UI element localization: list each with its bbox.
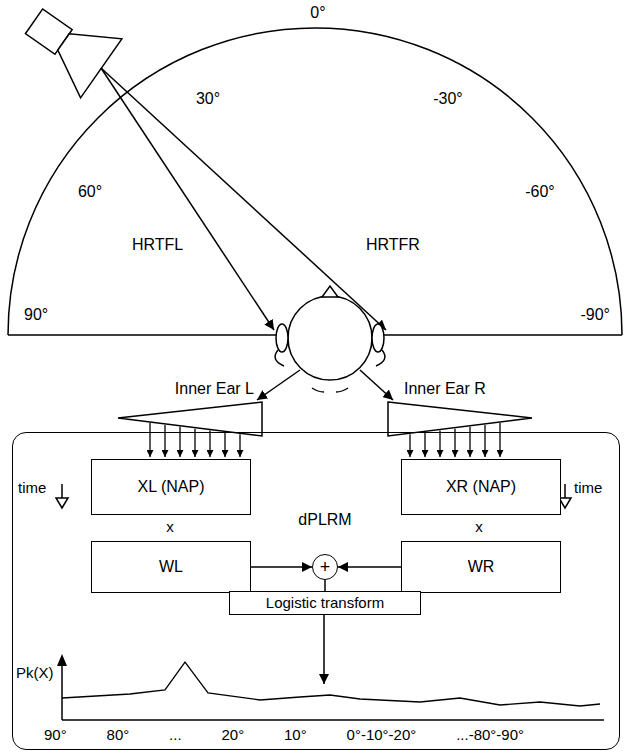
angle-label: -90°	[580, 306, 610, 324]
probability-curve	[62, 662, 600, 706]
nose-symbol	[322, 286, 338, 297]
hrtf-arrow	[101, 68, 274, 330]
weight-box: WL	[91, 541, 251, 593]
ear-symbol	[276, 324, 288, 352]
weight-box: WR	[401, 541, 561, 593]
operator-label: x	[166, 518, 174, 535]
transfer-label: HRTFR	[366, 236, 420, 254]
nap-box: XL (NAP)	[91, 459, 251, 515]
connector	[324, 580, 326, 591]
axis-label: Pk(X)	[16, 664, 54, 681]
head-outline	[288, 296, 372, 380]
time-arrow	[564, 484, 566, 498]
time-arrowhead	[56, 498, 68, 508]
time-arrow	[61, 484, 63, 498]
x-axis	[62, 719, 604, 721]
angle-label: 0°	[310, 4, 325, 22]
stage-label: Inner Ear R	[404, 380, 486, 398]
filterbank-triangle	[118, 402, 262, 436]
sum-circle: +	[312, 554, 338, 580]
stage-label: Inner Ear L	[175, 380, 254, 398]
node-text: Logistic transform	[266, 594, 384, 611]
channel-arrow	[424, 432, 425, 457]
azimuth-arc	[8, 28, 622, 335]
axis-label: time	[574, 479, 602, 496]
channel-arrow	[164, 425, 165, 457]
process-box: Logistic transform	[229, 591, 421, 615]
model-panel: XL (NAP) XR (NAP) WL WR + Logistic transform d…	[12, 432, 620, 750]
node-text: +	[320, 557, 331, 578]
angle-label: -60°	[525, 183, 555, 201]
channel-arrow	[209, 431, 210, 458]
channel-arrow	[439, 431, 440, 458]
pinna-curve	[275, 350, 385, 366]
channel-arrows	[410, 423, 500, 457]
angle-label: 30°	[196, 90, 220, 108]
y-axis-arrowhead	[57, 654, 67, 666]
connector	[338, 566, 401, 568]
angle-label: 60°	[78, 183, 102, 201]
node-text: WL	[159, 558, 183, 576]
ear-symbol	[372, 324, 384, 352]
panel-title: dPLRM	[298, 511, 351, 529]
speaker-cone	[43, 12, 122, 97]
axis-label: time	[18, 479, 46, 496]
nap-box: XR (NAP)	[401, 459, 561, 515]
channel-arrow	[224, 432, 225, 457]
angle-label: -30°	[433, 90, 463, 108]
node-text: WR	[468, 558, 495, 576]
output-arrow	[323, 614, 325, 684]
channel-arrow	[484, 425, 485, 457]
transfer-label: HRTFL	[132, 236, 183, 254]
node-text: XL (NAP)	[138, 478, 205, 496]
angle-label: 90°	[24, 306, 48, 324]
connector	[251, 566, 312, 568]
operator-label: x	[475, 518, 483, 535]
channel-arrow	[239, 434, 240, 457]
tick-labels: 90° 80° ... 20° 10° 0°-10°-20° ...-80°-9…	[44, 726, 524, 743]
channel-arrow	[499, 423, 500, 457]
ear-arrow	[360, 370, 393, 400]
hrtf-arrow	[101, 68, 386, 330]
neck-mark	[312, 388, 348, 392]
ear-arrow	[257, 370, 300, 400]
channel-arrow	[409, 434, 410, 457]
loudspeaker-icon	[13, 0, 121, 98]
channel-arrows	[150, 423, 240, 457]
filterbank-triangle	[388, 402, 532, 436]
y-axis	[61, 664, 63, 720]
channel-arrow	[149, 423, 150, 457]
node-text: XR (NAP)	[446, 478, 516, 496]
